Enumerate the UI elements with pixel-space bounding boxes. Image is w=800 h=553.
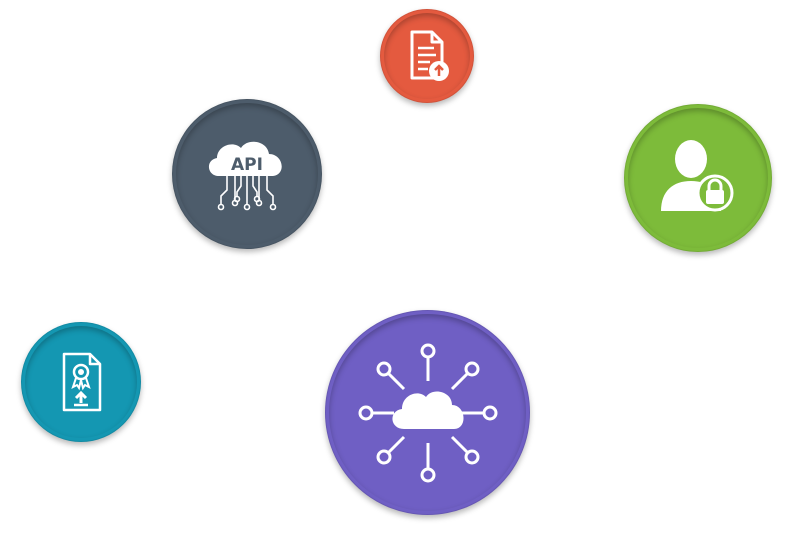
document-upload-icon <box>410 30 449 81</box>
cloud-network-icon <box>358 343 497 482</box>
certificate-upload-circle[interactable] <box>21 322 141 442</box>
api-cloud-circle[interactable]: API <box>172 99 322 249</box>
cloud-network-circle[interactable] <box>325 310 530 515</box>
document-upload-circle[interactable] <box>380 9 474 103</box>
user-lock-icon <box>661 140 734 212</box>
api-label: API <box>231 155 263 175</box>
user-lock-circle[interactable] <box>624 104 772 252</box>
certificate-upload-icon <box>62 352 102 412</box>
api-cloud-icon: API <box>208 141 282 211</box>
